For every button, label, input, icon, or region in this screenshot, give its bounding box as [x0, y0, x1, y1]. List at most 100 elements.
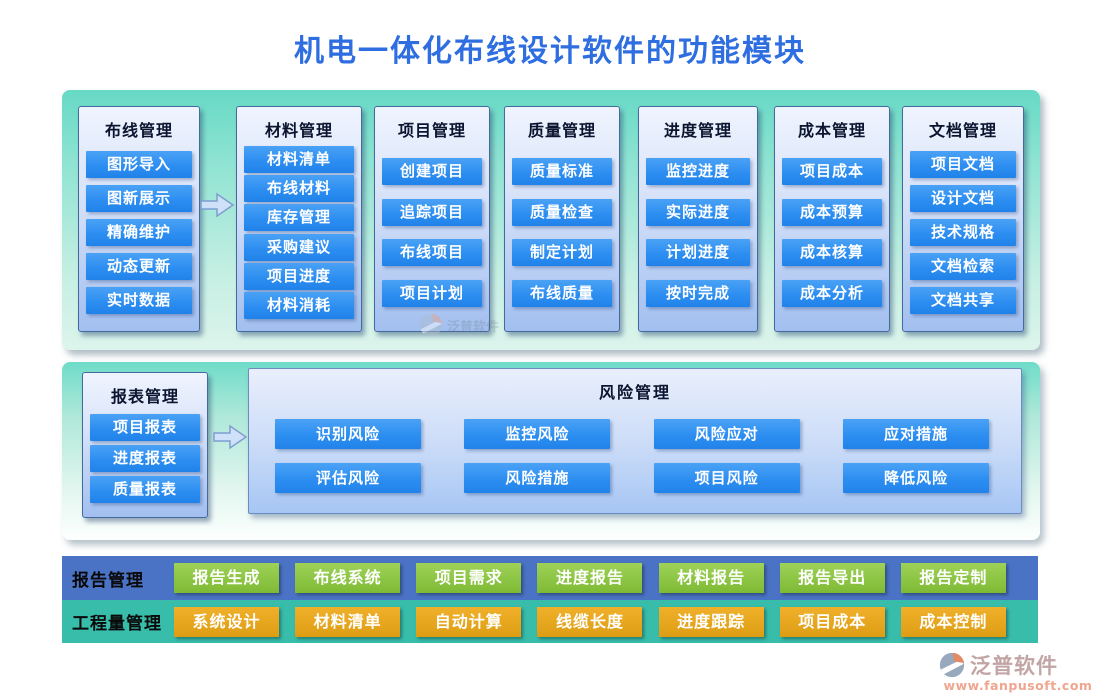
module-button[interactable]: 布线项目: [382, 239, 482, 267]
band-button[interactable]: 项目需求: [416, 563, 522, 593]
panel-header: 风险管理: [598, 383, 671, 402]
module-button[interactable]: 采购建议: [244, 233, 354, 261]
band-button[interactable]: 报告生成: [174, 563, 279, 593]
module-button[interactable]: 材料消耗: [244, 291, 354, 319]
module-button[interactable]: 评估风险: [275, 463, 421, 493]
band-button[interactable]: 线缆长度: [537, 606, 643, 637]
band-quantity-management: 工程量管理 系统设计 材料清单 自动计算 线缆长度 进度跟踪 项目成本 成本控制: [62, 600, 1038, 643]
panel-header: 文档管理: [928, 121, 997, 140]
fanpu-logo-icon: [939, 652, 965, 678]
panel-items: 监控进度 实际进度 计划进度 按时完成: [646, 144, 750, 321]
panel-header: 布线管理: [104, 121, 173, 140]
mid-section: 报表管理 项目报表 进度报表 质量报表 风险管理 识别风险 监控风险 风险应对 …: [62, 362, 1040, 540]
module-button[interactable]: 文档共享: [910, 287, 1016, 314]
module-button[interactable]: 布线质量: [512, 280, 612, 308]
module-button[interactable]: 质量报表: [90, 476, 200, 503]
band-button[interactable]: 项目成本: [779, 606, 885, 637]
panel-wiring-management: 布线管理 图形导入 图新展示 精确维护 动态更新 实时数据: [78, 106, 200, 332]
top-modules-section: 布线管理 图形导入 图新展示 精确维护 动态更新 实时数据 材料管理 材料清单 …: [62, 90, 1040, 350]
panel-header: 质量管理: [527, 121, 596, 140]
module-button[interactable]: 应对措施: [842, 419, 989, 449]
band-button[interactable]: 自动计算: [416, 606, 522, 637]
module-button[interactable]: 追踪项目: [382, 198, 482, 226]
panel-header: 材料管理: [264, 121, 333, 140]
panel-cost-management: 成本管理 项目成本 成本预算 成本核算 成本分析: [774, 106, 890, 332]
module-button[interactable]: 项目进度: [244, 262, 354, 290]
module-button[interactable]: 文档检索: [910, 253, 1016, 280]
band-buttons: 报告生成 布线系统 项目需求 进度报告 材料报告 报告导出 报告定制: [174, 563, 1038, 593]
panel-items: 项目报表 进度报表 质量报表: [90, 410, 200, 507]
right-arrow-icon: [200, 192, 234, 218]
panel-document-management: 文档管理 项目文档 设计文档 技术规格 文档检索 文档共享: [902, 106, 1024, 332]
module-button[interactable]: 质量标准: [512, 157, 612, 185]
module-button[interactable]: 成本核算: [782, 239, 882, 267]
panel-header: 报表管理: [110, 387, 179, 406]
module-button[interactable]: 项目计划: [382, 280, 482, 308]
panel-items: 质量标准 质量检查 制定计划 布线质量: [512, 144, 612, 321]
module-button[interactable]: 监控进度: [646, 157, 750, 185]
module-button[interactable]: 项目报表: [90, 414, 200, 441]
module-button[interactable]: 计划进度: [646, 239, 750, 267]
module-button[interactable]: 动态更新: [86, 253, 192, 280]
panel-material-management: 材料管理 材料清单 布线材料 库存管理 采购建议 项目进度 材料消耗: [236, 106, 362, 332]
panel-items: 项目文档 设计文档 技术规格 文档检索 文档共享: [910, 144, 1016, 321]
panel-quality-management: 质量管理 质量标准 质量检查 制定计划 布线质量: [504, 106, 620, 332]
risk-button-row: 识别风险 监控风险 风险应对 应对措施: [249, 419, 1021, 449]
module-button[interactable]: 监控风险: [464, 419, 611, 449]
module-button[interactable]: 精确维护: [86, 219, 192, 246]
module-button[interactable]: 项目成本: [782, 157, 882, 185]
module-button[interactable]: 设计文档: [910, 185, 1016, 212]
band-button[interactable]: 成本控制: [900, 606, 1006, 637]
module-button[interactable]: 项目文档: [910, 151, 1016, 178]
module-button[interactable]: 制定计划: [512, 239, 612, 267]
module-button[interactable]: 材料清单: [244, 146, 354, 174]
footer-brand: 泛普软件 www.fanpusoft.com: [938, 650, 1098, 693]
module-button[interactable]: 降低风险: [842, 463, 989, 493]
module-button[interactable]: 成本预算: [782, 198, 882, 226]
module-button[interactable]: 实时数据: [86, 287, 192, 314]
band-button[interactable]: 系统设计: [174, 606, 279, 637]
band-button[interactable]: 报告定制: [900, 563, 1006, 593]
brand-row: 泛普软件: [938, 650, 1098, 680]
module-button[interactable]: 技术规格: [910, 219, 1016, 246]
panel-items: 创建项目 追踪项目 布线项目 项目计划: [382, 144, 482, 321]
module-button[interactable]: 成本分析: [782, 280, 882, 308]
brand-name: 泛普软件: [970, 654, 1058, 678]
panel-project-management: 项目管理 创建项目 追踪项目 布线项目 项目计划: [374, 106, 490, 332]
module-button[interactable]: 图形导入: [86, 151, 192, 178]
panel-report-forms: 报表管理 项目报表 进度报表 质量报表: [82, 372, 208, 518]
band-buttons: 系统设计 材料清单 自动计算 线缆长度 进度跟踪 项目成本 成本控制: [174, 606, 1038, 637]
right-arrow-icon: [213, 424, 248, 450]
band-report-management: 报告管理 报告生成 布线系统 项目需求 进度报告 材料报告 报告导出 报告定制: [62, 556, 1038, 600]
module-button[interactable]: 创建项目: [382, 157, 482, 185]
panel-items: 材料清单 布线材料 库存管理 采购建议 项目进度 材料消耗: [244, 144, 354, 321]
band-button[interactable]: 材料清单: [295, 606, 401, 637]
risk-button-row: 评估风险 风险措施 项目风险 降低风险: [249, 463, 1021, 493]
panel-header: 进度管理: [663, 121, 732, 140]
band-button[interactable]: 布线系统: [295, 563, 401, 593]
band-button[interactable]: 材料报告: [658, 563, 764, 593]
module-button[interactable]: 风险措施: [464, 463, 611, 493]
module-button[interactable]: 实际进度: [646, 198, 750, 226]
module-button[interactable]: 库存管理: [244, 204, 354, 232]
module-button[interactable]: 进度报表: [90, 445, 200, 472]
brand-url-link[interactable]: www.fanpusoft.com: [943, 678, 1093, 693]
module-button[interactable]: 项目风险: [653, 463, 800, 493]
band-button[interactable]: 报告导出: [779, 563, 885, 593]
panel-header: 成本管理: [797, 121, 866, 140]
band-label: 报告管理: [72, 570, 144, 591]
page-title: 机电一体化布线设计软件的功能模块: [294, 34, 806, 69]
panel-items: 图形导入 图新展示 精确维护 动态更新 实时数据: [86, 144, 192, 321]
panel-risk-management: 风险管理 识别风险 监控风险 风险应对 应对措施 评估风险 风险措施 项目风险 …: [248, 368, 1022, 514]
module-button[interactable]: 布线材料: [244, 175, 354, 203]
module-button[interactable]: 质量检查: [512, 198, 612, 226]
panel-progress-management: 进度管理 监控进度 实际进度 计划进度 按时完成: [638, 106, 758, 332]
module-button[interactable]: 图新展示: [86, 185, 192, 212]
module-button[interactable]: 风险应对: [653, 419, 800, 449]
module-button[interactable]: 识别风险: [275, 419, 421, 449]
band-button[interactable]: 进度跟踪: [658, 606, 764, 637]
band-button[interactable]: 进度报告: [537, 563, 643, 593]
panel-items: 项目成本 成本预算 成本核算 成本分析: [782, 144, 882, 321]
module-button[interactable]: 按时完成: [646, 280, 750, 308]
